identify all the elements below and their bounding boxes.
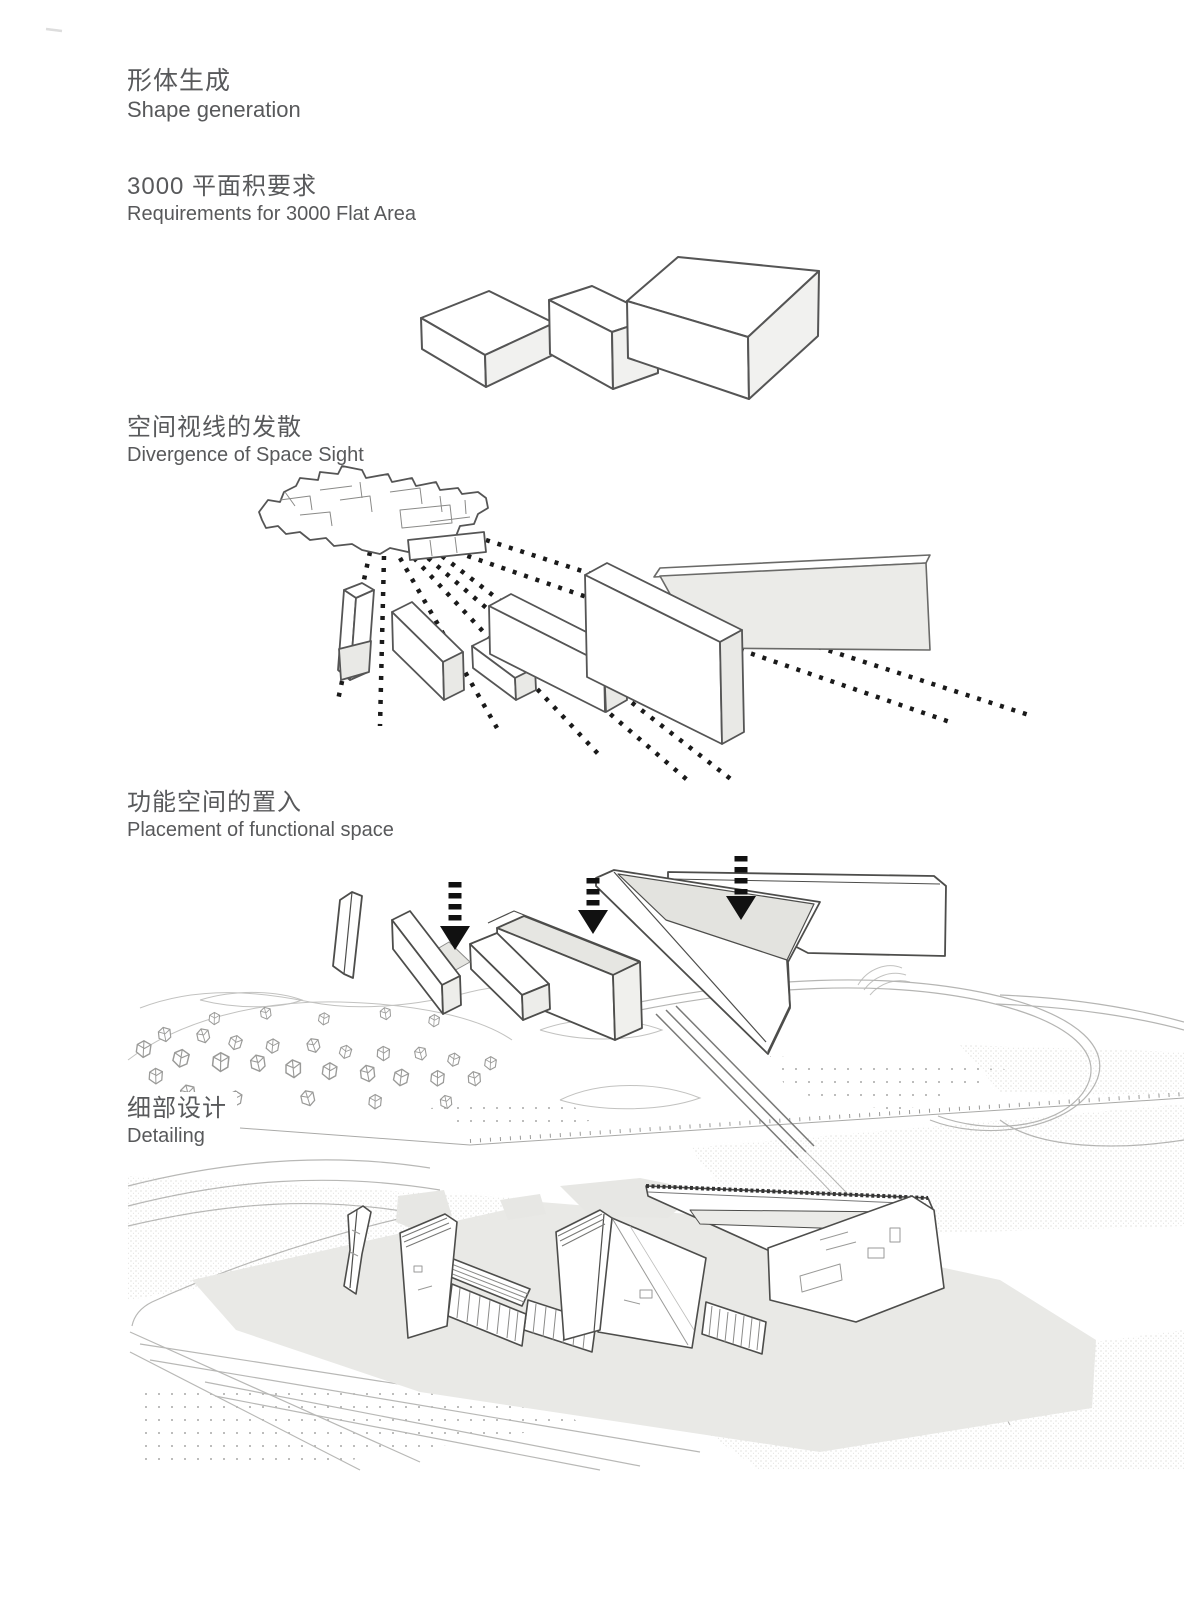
placement-bar-angled xyxy=(391,910,462,1015)
placement-block-mid xyxy=(487,910,643,1041)
placement-wedge xyxy=(595,869,821,1055)
figure-massing xyxy=(420,256,820,400)
massing-box-small xyxy=(420,290,556,388)
slab-5 xyxy=(584,562,745,745)
village-houses xyxy=(134,1006,498,1111)
village-cluster xyxy=(258,465,489,561)
building-top-bar xyxy=(645,1184,935,1253)
slab-2 xyxy=(391,601,465,701)
figure-detailing xyxy=(192,1178,1096,1452)
figure-divergence xyxy=(258,465,1033,786)
building-mid-fin xyxy=(555,1209,613,1341)
insertion-arrow-2 xyxy=(578,878,608,934)
placement-sliver xyxy=(332,891,363,979)
placement-bar-small xyxy=(469,932,551,1021)
building-fin-1 xyxy=(343,1205,372,1295)
insertion-arrows xyxy=(440,856,756,950)
insertion-arrow-1 xyxy=(440,882,470,950)
building-right-wall xyxy=(767,1195,945,1323)
building-fin-2 xyxy=(399,1213,458,1339)
figure-placement xyxy=(332,856,947,1055)
divergence-slabs xyxy=(337,562,745,745)
corner-dash xyxy=(45,27,63,33)
building-glazing-right xyxy=(701,1301,767,1355)
insertion-arrow-3 xyxy=(726,856,756,920)
detailed-building xyxy=(343,1184,945,1355)
massing-box-large xyxy=(626,256,820,400)
slab-1 xyxy=(337,582,375,681)
ground-blob-3 xyxy=(500,1194,546,1220)
